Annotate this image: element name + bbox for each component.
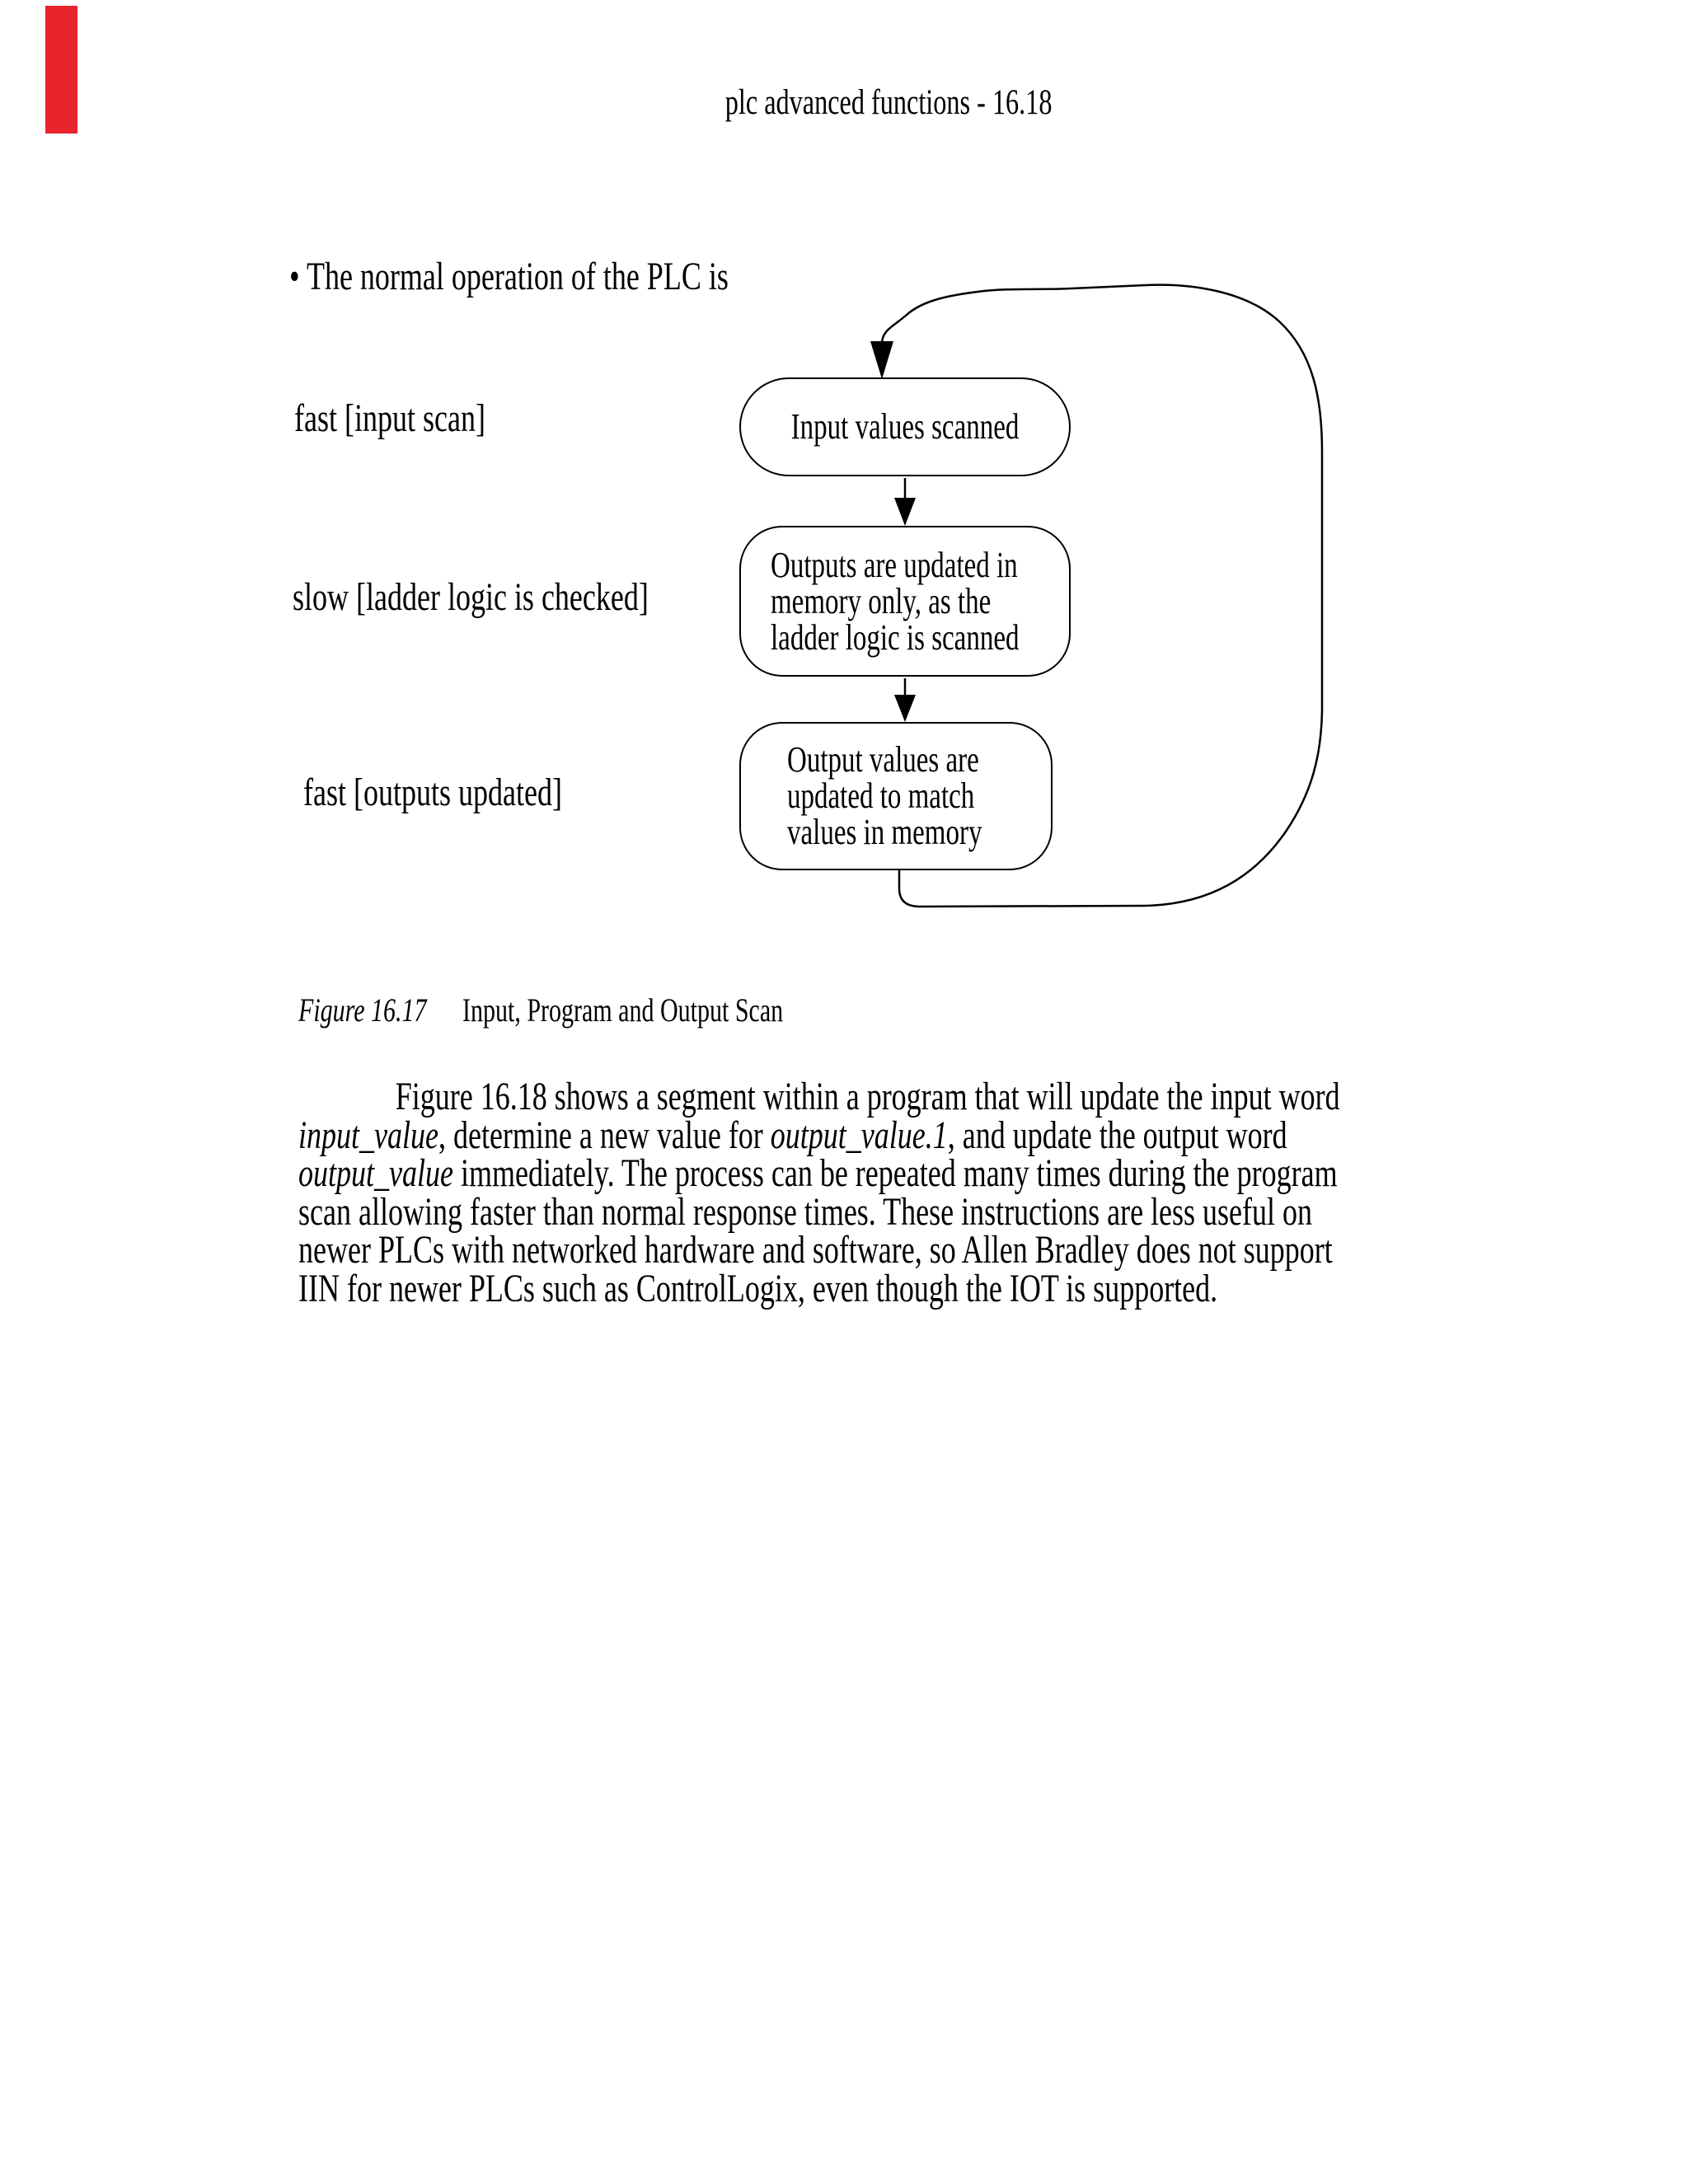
side-label-input-scan: fast [input scan] [294,396,485,440]
page-header: plc advanced functions - 16.18 [724,83,1053,122]
node-text-line: ladder logic is scanned [771,616,1020,658]
node-text-line: values in memory [787,812,982,852]
paragraph-line: input_value, determine a new value for o… [298,1115,1340,1155]
variable-name-italic: output_value.1 [770,1113,948,1157]
paragraph-line: scan allowing faster than normal respons… [298,1189,1340,1234]
flowchart-node-input-scan: Input values scanned [739,377,1071,476]
paragraph-line: newer PLCs with networked hardware and s… [298,1228,1340,1272]
paragraph-text: immediately. The process can be repeated… [452,1151,1338,1195]
connector-2-arrowhead-icon [894,695,916,722]
paragraph-text: , and update the output word [947,1113,1287,1157]
node-text-line: Input values scanned [790,406,1020,447]
paragraph-text: , determine a new value for [438,1113,771,1157]
side-label-outputs-updated: fast [outputs updated] [303,771,562,814]
node-text-line: memory only, as the [771,580,992,621]
bullet-line: • The normal operation of the PLC is [289,255,729,298]
node-text-line: Outputs are updated in [771,544,1018,585]
paragraph-text: scan allowing faster than normal respons… [298,1189,1313,1234]
paragraph-line: IIN for newer PLCs such as ControlLogix,… [298,1266,1340,1310]
paragraph-line: Figure 16.18 shows a segment within a pr… [298,1075,1340,1118]
variable-name-italic: output_value [298,1151,453,1195]
node-text-line: updated to match [787,776,975,816]
node-text-line: Output values are [787,739,979,780]
red-edge-mark [45,6,77,134]
figure-caption-title: Input, Program and Output Scan [462,991,784,1029]
body-paragraph: Figure 16.18 shows a segment within a pr… [298,1075,1687,1310]
paragraph-text: newer PLCs with networked hardware and s… [298,1228,1333,1272]
loop-arrowhead-icon [870,341,893,379]
paragraph-line: output_value immediately. The process ca… [298,1154,1340,1193]
paragraph-text: Figure 16.18 shows a segment within a pr… [395,1075,1340,1118]
side-label-ladder-logic: slow [ladder logic is checked] [293,575,649,619]
variable-name-italic: input_value [298,1113,438,1157]
paragraph-text: IIN for newer PLCs such as ControlLogix,… [298,1266,1218,1310]
connector-1-arrowhead-icon [894,498,916,526]
figure-caption: Figure 16.17 Input, Program and Output Sc… [298,991,783,1029]
figure-caption-label: Figure 16.17 [298,991,427,1029]
